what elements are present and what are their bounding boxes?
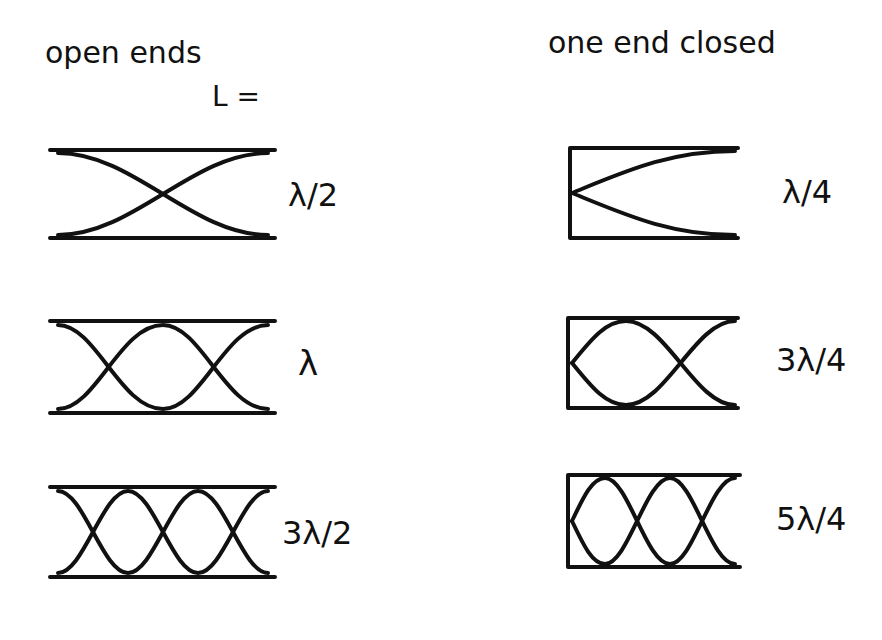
wave-curve [58,153,268,235]
length-value: λ [298,345,318,382]
wave-curve [58,153,268,235]
wave-curve [58,491,268,573]
wave-curve [58,491,268,573]
wave-curve [572,478,735,564]
pipe-wall [50,321,275,413]
heading-label: one end closed [548,26,776,59]
wave-curve [572,151,735,193]
pipe-wall [570,148,738,238]
pipe-wall [568,318,738,408]
length-label: L = [212,82,260,113]
pipe-wall [50,150,275,238]
length-value: 5λ/4 [776,502,846,537]
length-value: 3λ/2 [282,516,352,551]
wave-curve [572,321,735,405]
length-value: 3λ/4 [776,343,846,378]
wave-curve [572,321,735,405]
pipe-wall [50,487,275,577]
pipe-wall [568,475,740,567]
length-value: λ/4 [782,175,832,210]
wave-curve [58,325,268,409]
length-value: λ/2 [288,178,338,213]
wave-curve [572,193,735,235]
wave-curve [58,325,268,409]
wave-curve [572,478,735,564]
heading-label: open ends [45,36,202,69]
